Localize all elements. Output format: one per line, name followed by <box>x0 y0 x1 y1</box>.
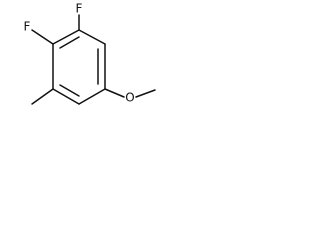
ring-bond-3 <box>78 88 106 105</box>
ring-bond-1 <box>78 29 106 45</box>
atom-f-left: F <box>24 20 31 34</box>
double-bond-inner-bottom-left <box>59 84 80 97</box>
molecule-diagram: F F O <box>24 2 156 105</box>
bond-to-o <box>104 88 125 98</box>
bond-to-methyl <box>31 88 54 105</box>
bond-o-to-methyl <box>135 89 156 98</box>
atom-o: O <box>125 91 134 105</box>
atom-f-top: F <box>76 2 83 16</box>
structure-canvas: F F O <box>0 0 184 138</box>
ring-bond-6 <box>52 29 80 45</box>
ring-bond-4 <box>52 88 80 105</box>
bond-to-f-left <box>31 29 54 45</box>
double-bond-inner-top-left <box>59 36 80 49</box>
